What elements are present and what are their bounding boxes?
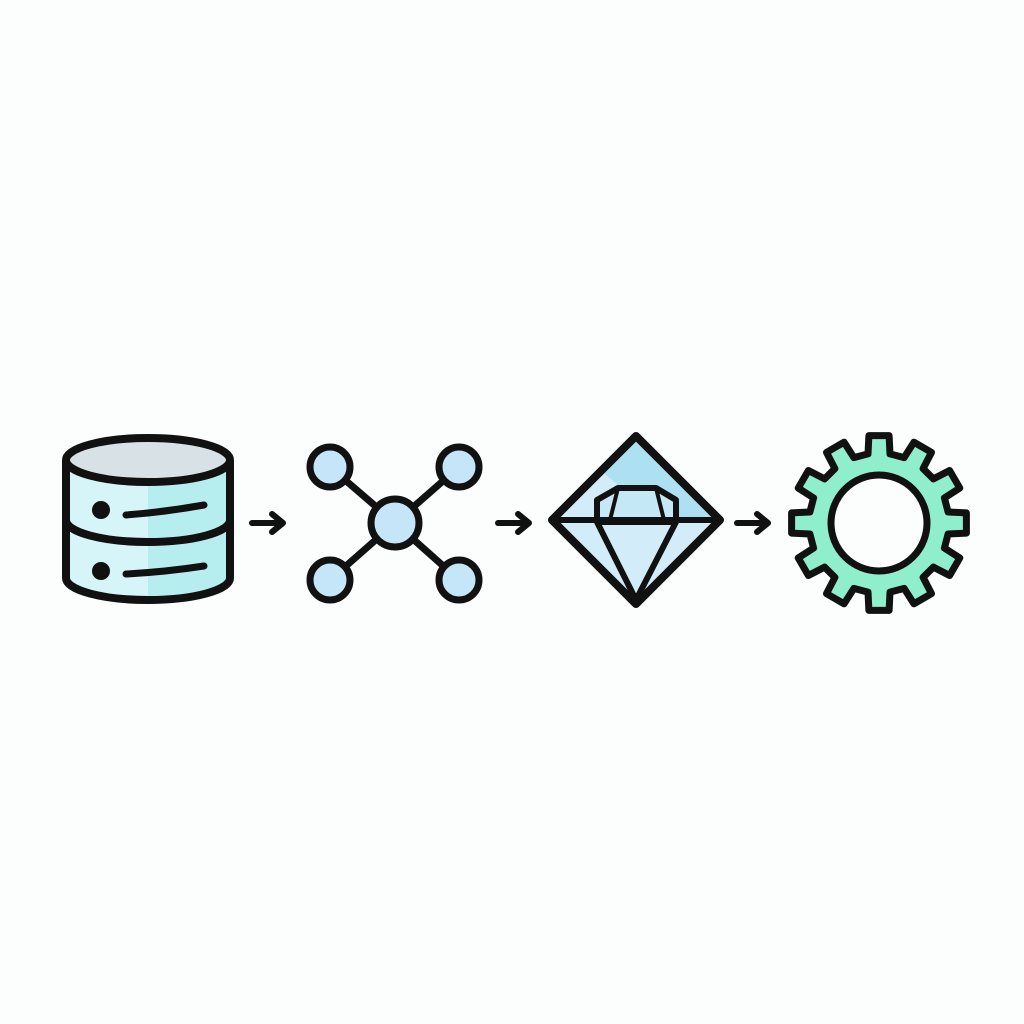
database-dot-upper [92, 501, 110, 519]
gear-icon [788, 432, 970, 614]
database-line-upper [122, 501, 208, 519]
arrow-icon [734, 511, 771, 535]
network-node [435, 443, 483, 491]
arrow-icon [249, 511, 286, 535]
network-icon [306, 443, 483, 604]
network-node [435, 556, 483, 604]
arrow-icon [495, 511, 532, 535]
gear-hole [827, 471, 931, 575]
diamond-gem-icon [548, 432, 724, 608]
network-node [306, 556, 354, 604]
network-hub-node [367, 495, 423, 551]
database-line-lower [122, 562, 208, 578]
diamond-outline [548, 432, 724, 608]
database-icon [62, 434, 234, 604]
network-node [306, 443, 354, 491]
database-dot-lower [92, 562, 110, 580]
database-top [62, 434, 234, 486]
